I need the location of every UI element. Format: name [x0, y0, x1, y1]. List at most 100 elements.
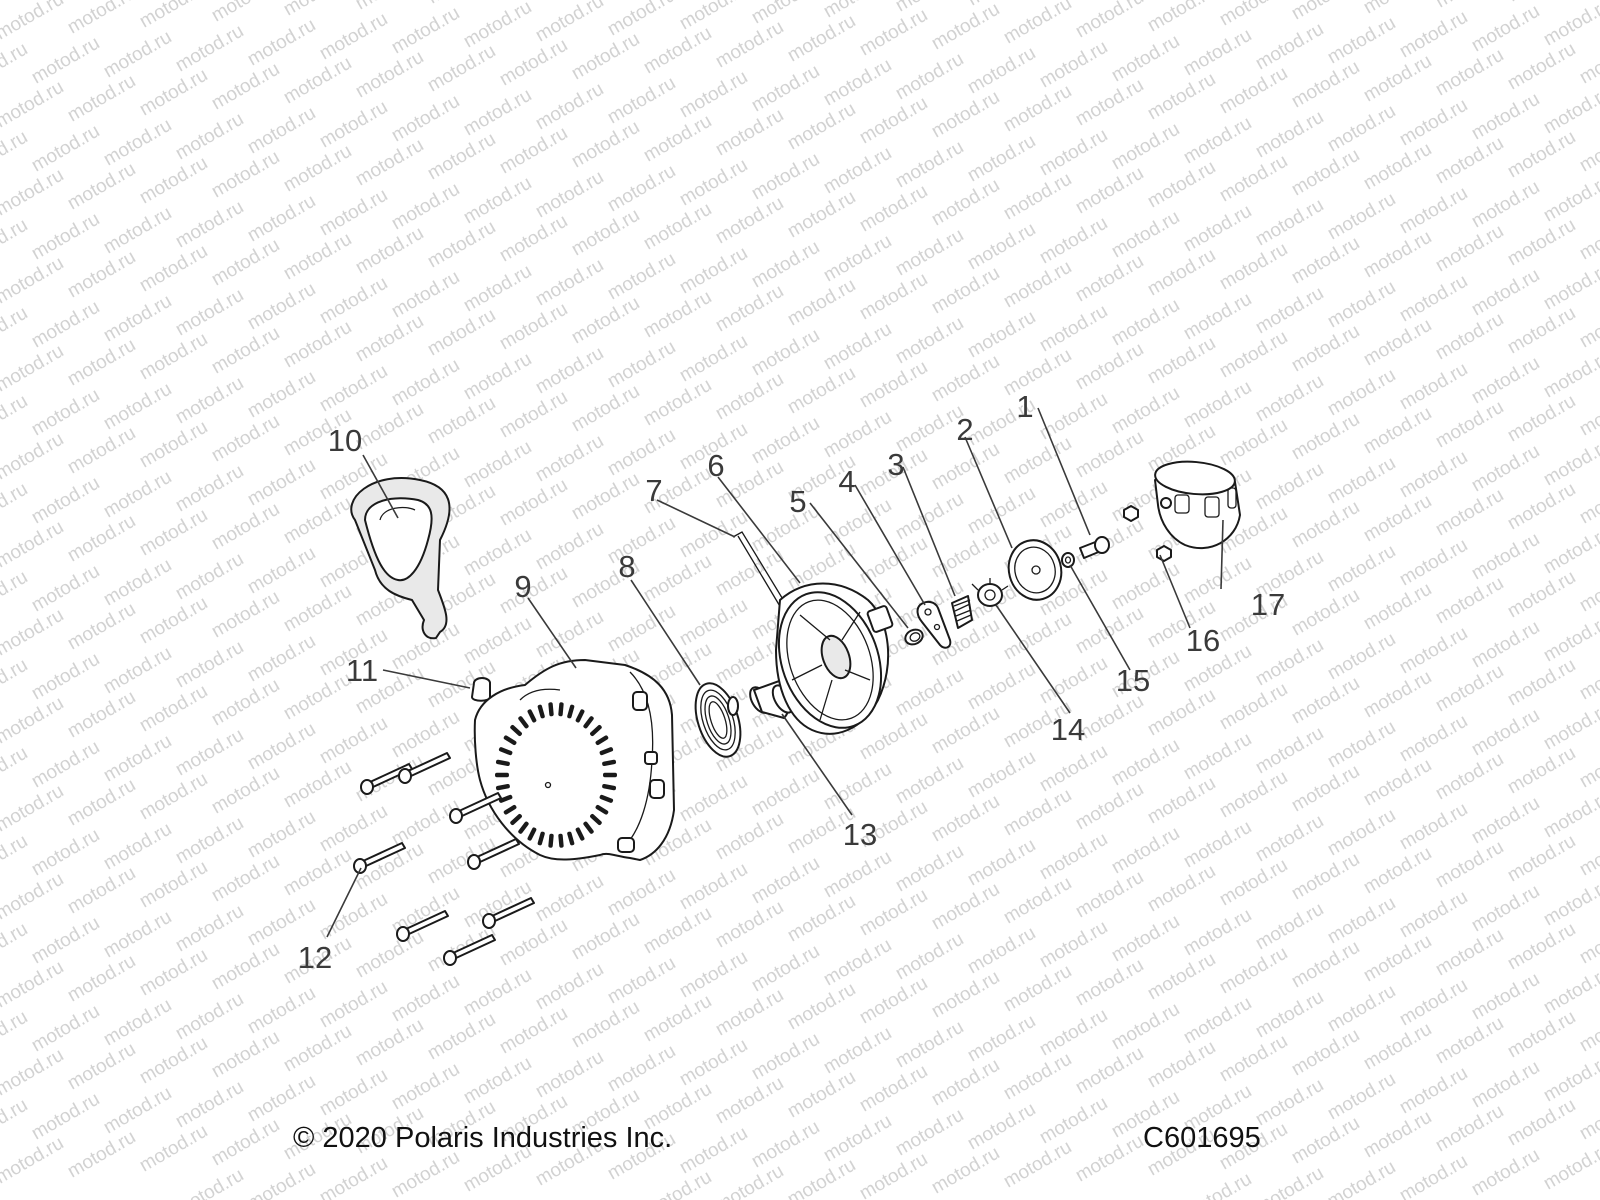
watermark-text: motod.ru [1576, 561, 1600, 617]
watermark-text: motod.ru [1288, 761, 1363, 817]
watermark-text: motod.ru [280, 1021, 355, 1077]
watermark-text: motod.ru [1072, 251, 1147, 307]
watermark-text: motod.ru [388, 179, 463, 235]
watermark-text: motod.ru [352, 1015, 427, 1071]
watermark-text: motod.ru [1576, 1001, 1600, 1057]
watermark-text: motod.ru [0, 0, 67, 44]
watermark-text: motod.ru [856, 1149, 931, 1200]
watermark-text: motod.ru [28, 473, 103, 529]
watermark-text: motod.ru [1072, 1131, 1147, 1187]
watermark-text: motod.ru [1072, 0, 1147, 42]
watermark-text: motod.ru [1504, 0, 1579, 6]
watermark-text: motod.ru [0, 303, 31, 359]
watermark-text: motod.ru [460, 85, 535, 141]
watermark-text: motod.ru [100, 27, 175, 83]
watermark-text: motod.ru [604, 337, 679, 393]
watermark-text: motod.ru [964, 307, 1039, 363]
watermark-text: motod.ru [820, 319, 895, 375]
housing-vent-slot [602, 784, 617, 791]
watermark-text: motod.ru [0, 391, 31, 447]
watermark-text: motod.ru [1396, 1151, 1471, 1200]
watermark-text: motod.ru [1000, 1137, 1075, 1193]
watermark-text: motod.ru [1360, 0, 1435, 18]
watermark-text: motod.ru [1252, 723, 1327, 779]
housing-vent-slot [527, 827, 537, 841]
watermark-text: motod.ru [1360, 1107, 1435, 1163]
watermark-text: motod.ru [496, 387, 571, 443]
watermark-text: motod.ru [1468, 89, 1543, 145]
watermark-text: motod.ru [0, 1133, 67, 1189]
watermark-text: motod.ru [676, 1123, 751, 1179]
watermark-text: motod.ru [1432, 749, 1507, 805]
watermark-text: motod.ru [1468, 441, 1543, 497]
watermark-text: motod.ru [460, 261, 535, 317]
watermark-text: motod.ru [0, 253, 67, 309]
watermark-text: motod.ru [928, 175, 1003, 231]
watermark-text: motod.ru [1288, 585, 1363, 641]
watermark-text: motod.ru [1504, 39, 1579, 95]
watermark-text: motod.ru [1468, 1057, 1543, 1113]
watermark-text: motod.ru [1288, 1113, 1363, 1169]
watermark-text: motod.ru [928, 703, 1003, 759]
watermark-text: motod.ru [64, 71, 139, 127]
watermark-text: motod.ru [532, 255, 607, 311]
callout-13: 13 [843, 817, 877, 852]
watermark-text: motod.ru [496, 563, 571, 619]
housing-vent-slot [548, 702, 554, 717]
watermark-text: motod.ru [1180, 1169, 1255, 1200]
watermark-text: motod.ru [604, 601, 679, 657]
watermark-text: motod.ru [1576, 825, 1600, 881]
watermark-text: motod.ru [1000, 345, 1075, 401]
housing-vent-slot [503, 735, 517, 746]
housing-vent-slot [510, 725, 522, 737]
watermark-text: motod.ru [208, 499, 283, 555]
housing-vent-slot [567, 831, 575, 846]
watermark-text: motod.ru [0, 919, 31, 975]
housing-vent-slot [558, 702, 564, 717]
watermark-text: motod.ru [244, 543, 319, 599]
copyright-notice: © 2020 Polaris Industries Inc. [293, 1122, 673, 1154]
watermark-text: motod.ru [856, 1061, 931, 1117]
watermark-text: motod.ru [496, 0, 571, 2]
watermark-text: motod.ru [1324, 453, 1399, 509]
watermark-text: motod.ru [820, 847, 895, 903]
watermark-text: motod.ru [424, 833, 499, 889]
callout-6: 6 [707, 448, 724, 483]
housing-vent-slot [583, 821, 594, 834]
watermark-text: motod.ru [244, 719, 319, 775]
callout-8: 8 [618, 549, 635, 584]
watermark-text: motod.ru [316, 1153, 391, 1200]
watermark-text: motod.ru [532, 79, 607, 135]
watermark-text: motod.ru [1252, 19, 1327, 75]
watermark-text: motod.ru [64, 599, 139, 655]
watermark-text: motod.ru [928, 879, 1003, 935]
watermark-text: motod.ru [1396, 7, 1471, 63]
watermark-text: motod.ru [136, 65, 211, 121]
watermark-text: motod.ru [568, 117, 643, 173]
watermark-text: motod.ru [1144, 69, 1219, 125]
watermark-text: motod.ru [1288, 1025, 1363, 1081]
watermark-text: motod.ru [172, 109, 247, 165]
watermark-text: motod.ru [1108, 911, 1183, 967]
watermark-text: motod.ru [784, 1067, 859, 1123]
watermark-text: motod.ru [1288, 673, 1363, 729]
housing-vent-slot [595, 735, 609, 746]
watermark-text: motod.ru [388, 3, 463, 59]
watermark-text: motod.ru [1144, 1037, 1219, 1093]
watermark-text: motod.ru [1036, 125, 1111, 181]
watermark-text: motod.ru [856, 885, 931, 941]
watermark-text: motod.ru [1072, 427, 1147, 483]
watermark-text: motod.ru [1216, 415, 1291, 471]
watermark-text: motod.ru [892, 665, 967, 721]
watermark-text: motod.ru [280, 757, 355, 813]
watermark-text: motod.ru [892, 137, 967, 193]
watermark-text: motod.ru [1036, 917, 1111, 973]
watermark-text: motod.ru [28, 1001, 103, 1057]
watermark-text: motod.ru [0, 869, 67, 925]
watermark-text: motod.ru [1576, 209, 1600, 265]
part-3-spring [951, 595, 973, 629]
watermark-text: motod.ru [1036, 301, 1111, 357]
watermark-text: motod.ru [496, 211, 571, 267]
watermark-text: motod.ru [676, 859, 751, 915]
